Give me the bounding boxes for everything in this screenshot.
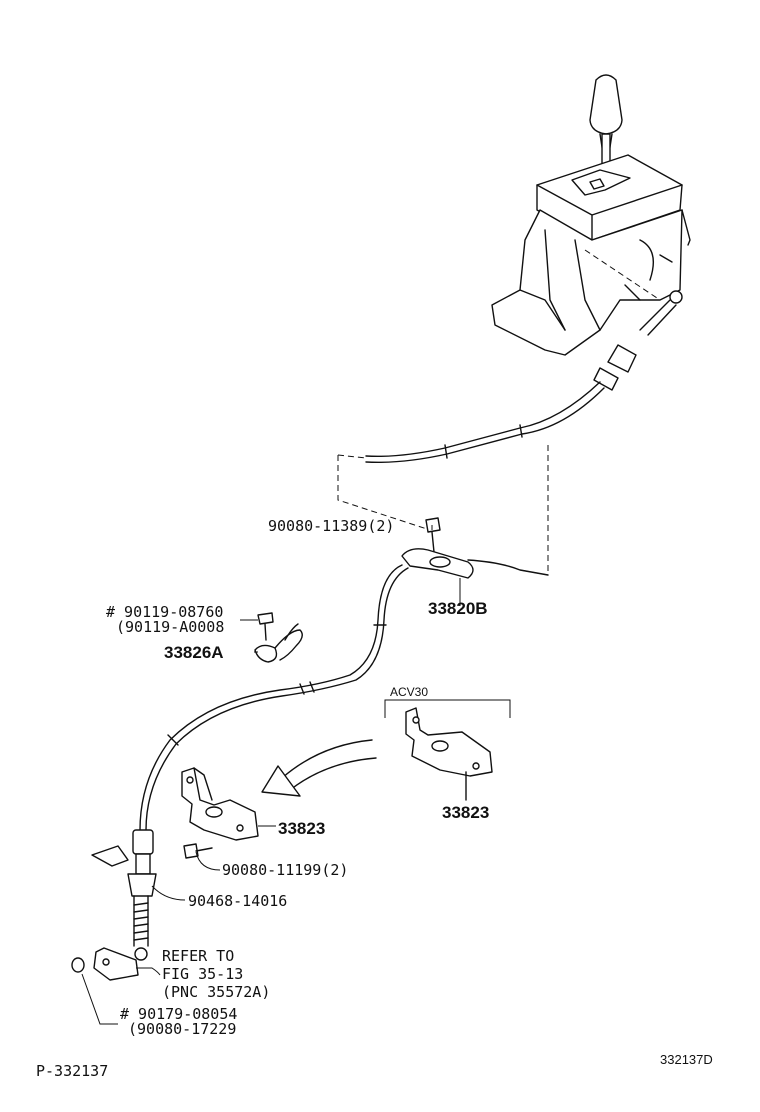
cable-bracket-33820b <box>401 548 549 579</box>
bolt-top-icon <box>425 517 441 553</box>
label-retainer: 33826A <box>164 643 224 662</box>
bracket-left-33823 <box>181 767 276 841</box>
label-acv-group: ACV30 <box>390 685 428 699</box>
cable-end-lower <box>91 829 186 961</box>
label-refer-line3: (PNC 35572A) <box>162 983 270 1001</box>
lower-clip-nut <box>71 947 161 1025</box>
leader-lines <box>240 525 461 653</box>
acv30-bracket <box>384 699 511 801</box>
label-refer-line2: FIG 35-13 <box>162 965 243 983</box>
label-clip-cable: 90468-14016 <box>188 892 287 910</box>
label-refer-line1: REFER TO <box>162 947 234 965</box>
shift-cable-upper <box>365 381 605 464</box>
label-clip-hash: # 90119-08760 <box>106 603 223 621</box>
label-bolt-bracket: 90080-11199(2) <box>222 861 348 879</box>
label-cable-assy: 33820B <box>428 599 488 618</box>
label-clip-alt: (90119-A0008 <box>116 618 224 636</box>
label-bracket-left: 33823 <box>278 819 325 838</box>
shift-lever-assembly <box>491 74 691 391</box>
shift-cable-lower <box>139 564 409 831</box>
label-nut-hash: # 90179-08054 <box>120 1005 237 1023</box>
arrow-icon <box>261 739 377 797</box>
label-bolt-top: 90080-11389(2) <box>268 517 394 535</box>
label-nut-alt: (90080-17229 <box>128 1020 236 1038</box>
bolt-bracket-icon <box>183 843 221 871</box>
page-code: P-332137 <box>36 1062 108 1080</box>
label-bracket-right: 33823 <box>442 803 489 822</box>
clip-retainer-33826a <box>254 612 303 663</box>
figure-code: 332137D <box>660 1052 713 1067</box>
